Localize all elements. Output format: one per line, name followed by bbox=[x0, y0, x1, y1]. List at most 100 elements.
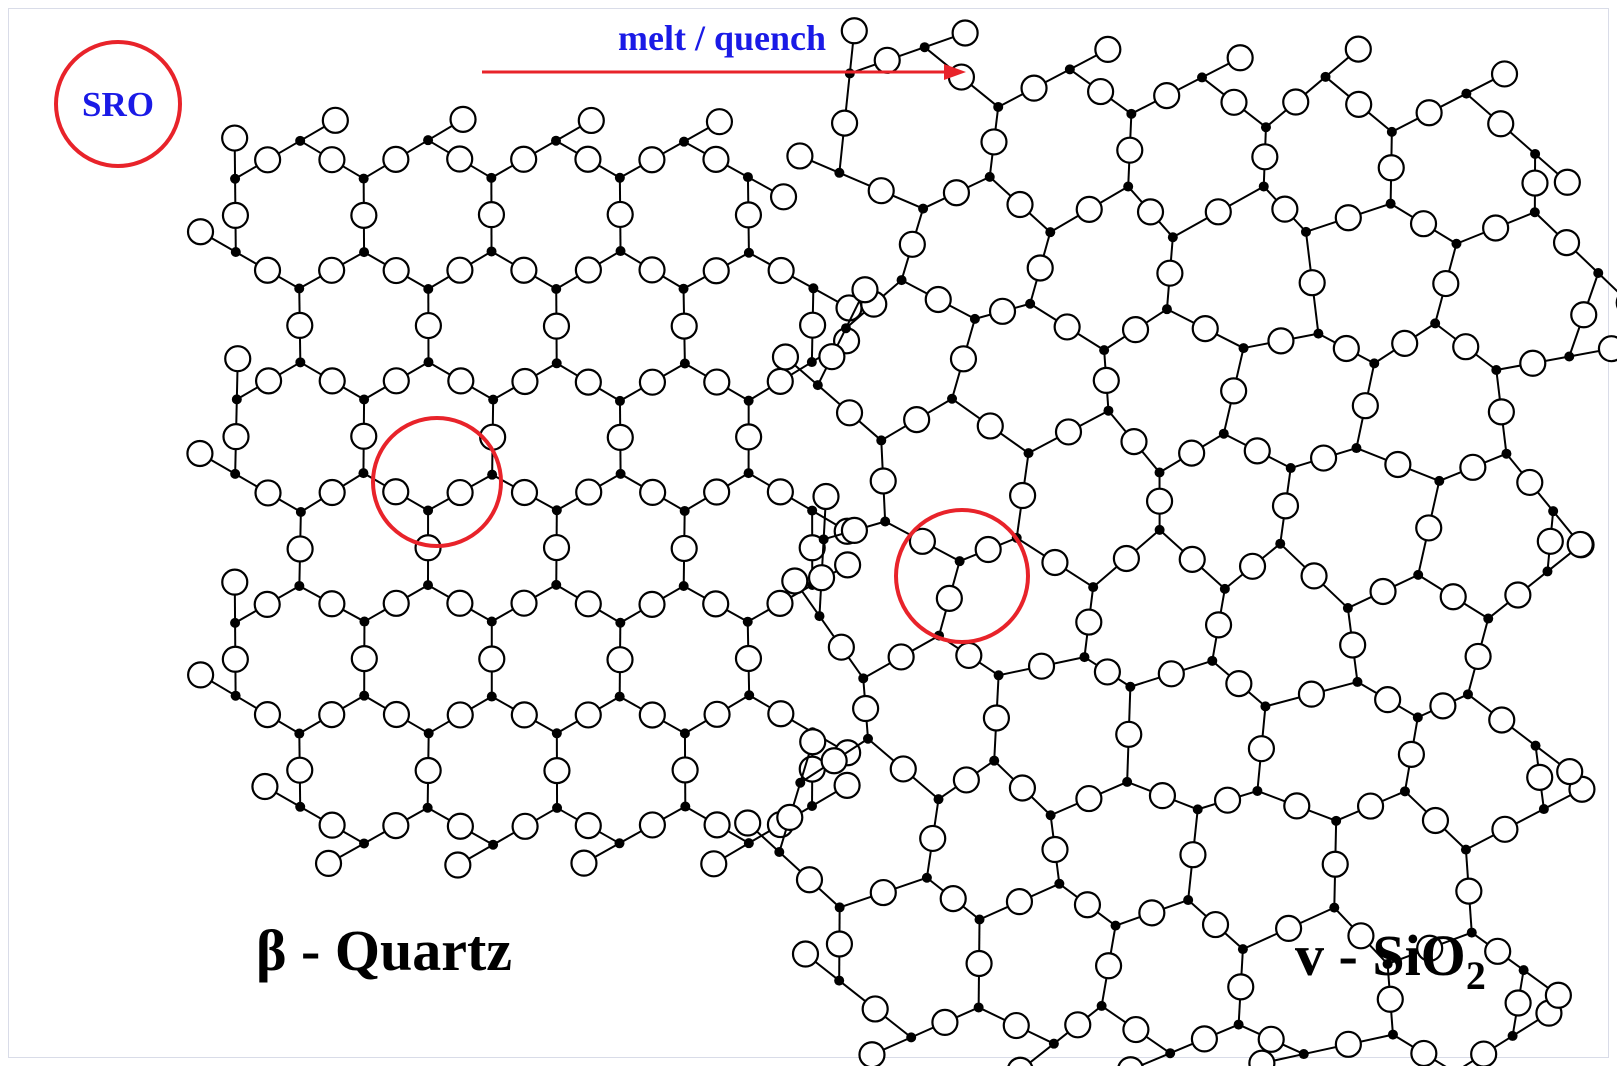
silicon-atom bbox=[1048, 1038, 1059, 1049]
oxygen-atom bbox=[224, 345, 252, 373]
silicon-atom bbox=[1461, 88, 1472, 99]
silicon-atom bbox=[230, 247, 241, 258]
oxygen-atom bbox=[769, 183, 798, 211]
silicon-atom bbox=[359, 838, 370, 849]
melt-quench-label: melt / quench bbox=[618, 18, 826, 58]
oxygen-atom bbox=[477, 201, 506, 229]
oxygen-atom bbox=[766, 589, 794, 617]
terminal-bond bbox=[1597, 272, 1617, 293]
oxygen-atom bbox=[574, 701, 602, 729]
silicon-atom bbox=[918, 203, 929, 214]
oxygen-atom bbox=[511, 812, 539, 840]
oxygen-atom bbox=[734, 644, 763, 673]
silicon-atom bbox=[1183, 895, 1194, 906]
oxygen-atom bbox=[952, 766, 980, 794]
silicon-atom bbox=[678, 580, 689, 591]
oxygen-atom bbox=[318, 811, 346, 839]
oxygen-atom bbox=[903, 405, 931, 434]
oxygen-atom bbox=[1274, 914, 1303, 942]
oxygen-atom bbox=[702, 257, 730, 285]
silicon-atom bbox=[834, 902, 845, 913]
oxygen-atom bbox=[703, 700, 731, 728]
oxygen-atom bbox=[786, 142, 814, 170]
oxygen-atom bbox=[840, 17, 868, 45]
silicon-atom bbox=[1045, 810, 1056, 821]
silicon-atom bbox=[1088, 582, 1099, 593]
oxygen-atom bbox=[382, 589, 410, 617]
silicon-atom bbox=[615, 617, 626, 628]
oxygen-atom bbox=[1220, 377, 1248, 405]
oxygen-atom bbox=[1455, 877, 1483, 905]
oxygen-atom bbox=[286, 311, 314, 340]
silicon-atom bbox=[993, 101, 1004, 112]
silicon-atom bbox=[680, 801, 691, 812]
oxygen-atom bbox=[1429, 692, 1457, 720]
oxygen-atom bbox=[446, 478, 474, 507]
silicon-atom bbox=[1260, 122, 1271, 133]
oxygen-atom bbox=[1053, 313, 1081, 341]
oxygen-atom bbox=[767, 700, 795, 728]
silicon-atom bbox=[862, 733, 873, 744]
oxygen-atom bbox=[1005, 888, 1034, 916]
oxygen-atom bbox=[867, 177, 895, 205]
silicon-atom bbox=[814, 611, 825, 622]
silicon-atom bbox=[933, 794, 944, 805]
oxygen-atom bbox=[1488, 706, 1516, 734]
silicon-atom bbox=[1530, 148, 1541, 159]
oxygen-atom bbox=[791, 940, 820, 968]
oxygen-atom bbox=[1092, 366, 1120, 395]
silicon-atom bbox=[487, 469, 498, 480]
silicon-atom bbox=[812, 380, 823, 391]
silicon-atom bbox=[230, 690, 241, 701]
oxygen-atom bbox=[1415, 99, 1443, 127]
silicon-atom bbox=[906, 1032, 917, 1043]
oxygen-atom bbox=[1415, 514, 1443, 542]
oxygen-atom bbox=[1321, 850, 1349, 878]
oxygen-atom bbox=[1309, 444, 1338, 472]
silicon-atom bbox=[294, 283, 305, 294]
silicon-atom bbox=[921, 872, 932, 883]
oxygen-atom bbox=[1075, 195, 1103, 223]
oxygen-atom bbox=[574, 368, 602, 396]
oxygen-atom bbox=[1504, 581, 1532, 609]
oxygen-atom bbox=[639, 478, 667, 507]
silicon-atom bbox=[1079, 652, 1090, 663]
oxygen-atom bbox=[638, 368, 667, 396]
silicon-atom bbox=[359, 394, 370, 405]
oxygen-atom bbox=[951, 19, 979, 47]
oxygen-atom bbox=[1339, 631, 1367, 659]
oxygen-atom bbox=[869, 467, 897, 495]
oxygen-atom bbox=[449, 105, 477, 133]
oxygen-atom bbox=[1491, 815, 1519, 843]
silicon-atom bbox=[743, 468, 754, 479]
oxygen-atom bbox=[908, 527, 937, 555]
oxygen-atom bbox=[1410, 1039, 1438, 1066]
oxygen-atom bbox=[931, 1008, 959, 1037]
oxygen-atom bbox=[1452, 333, 1480, 361]
silicon-atom bbox=[486, 246, 497, 257]
oxygen-atom bbox=[382, 478, 410, 506]
oxygen-atom bbox=[510, 145, 538, 173]
silicon-atom bbox=[876, 435, 887, 446]
oxygen-atom bbox=[1190, 1025, 1218, 1053]
oxygen-atom bbox=[1007, 1056, 1034, 1066]
oxygen-atom bbox=[1178, 439, 1206, 467]
oxygen-atom bbox=[574, 256, 602, 284]
oxygen-atom bbox=[638, 256, 666, 284]
oxygen-atom bbox=[478, 645, 506, 673]
silicon-atom bbox=[1413, 569, 1424, 580]
oxygen-atom bbox=[1409, 210, 1438, 238]
silicon-atom bbox=[551, 358, 562, 369]
oxygen-atom bbox=[1397, 740, 1425, 768]
oxygen-atom bbox=[254, 146, 282, 174]
silicon-atom bbox=[230, 173, 241, 184]
silicon-atom bbox=[1329, 902, 1340, 913]
oxygen-atom bbox=[965, 949, 993, 978]
oxygen-atom bbox=[771, 343, 800, 371]
silicon-atom bbox=[840, 323, 851, 334]
silicon-atom bbox=[974, 914, 985, 925]
process-arrow-head bbox=[944, 64, 966, 80]
oxygen-atom bbox=[1227, 973, 1255, 1001]
oxygen-atom bbox=[670, 312, 698, 340]
silicon-atom bbox=[423, 283, 434, 294]
